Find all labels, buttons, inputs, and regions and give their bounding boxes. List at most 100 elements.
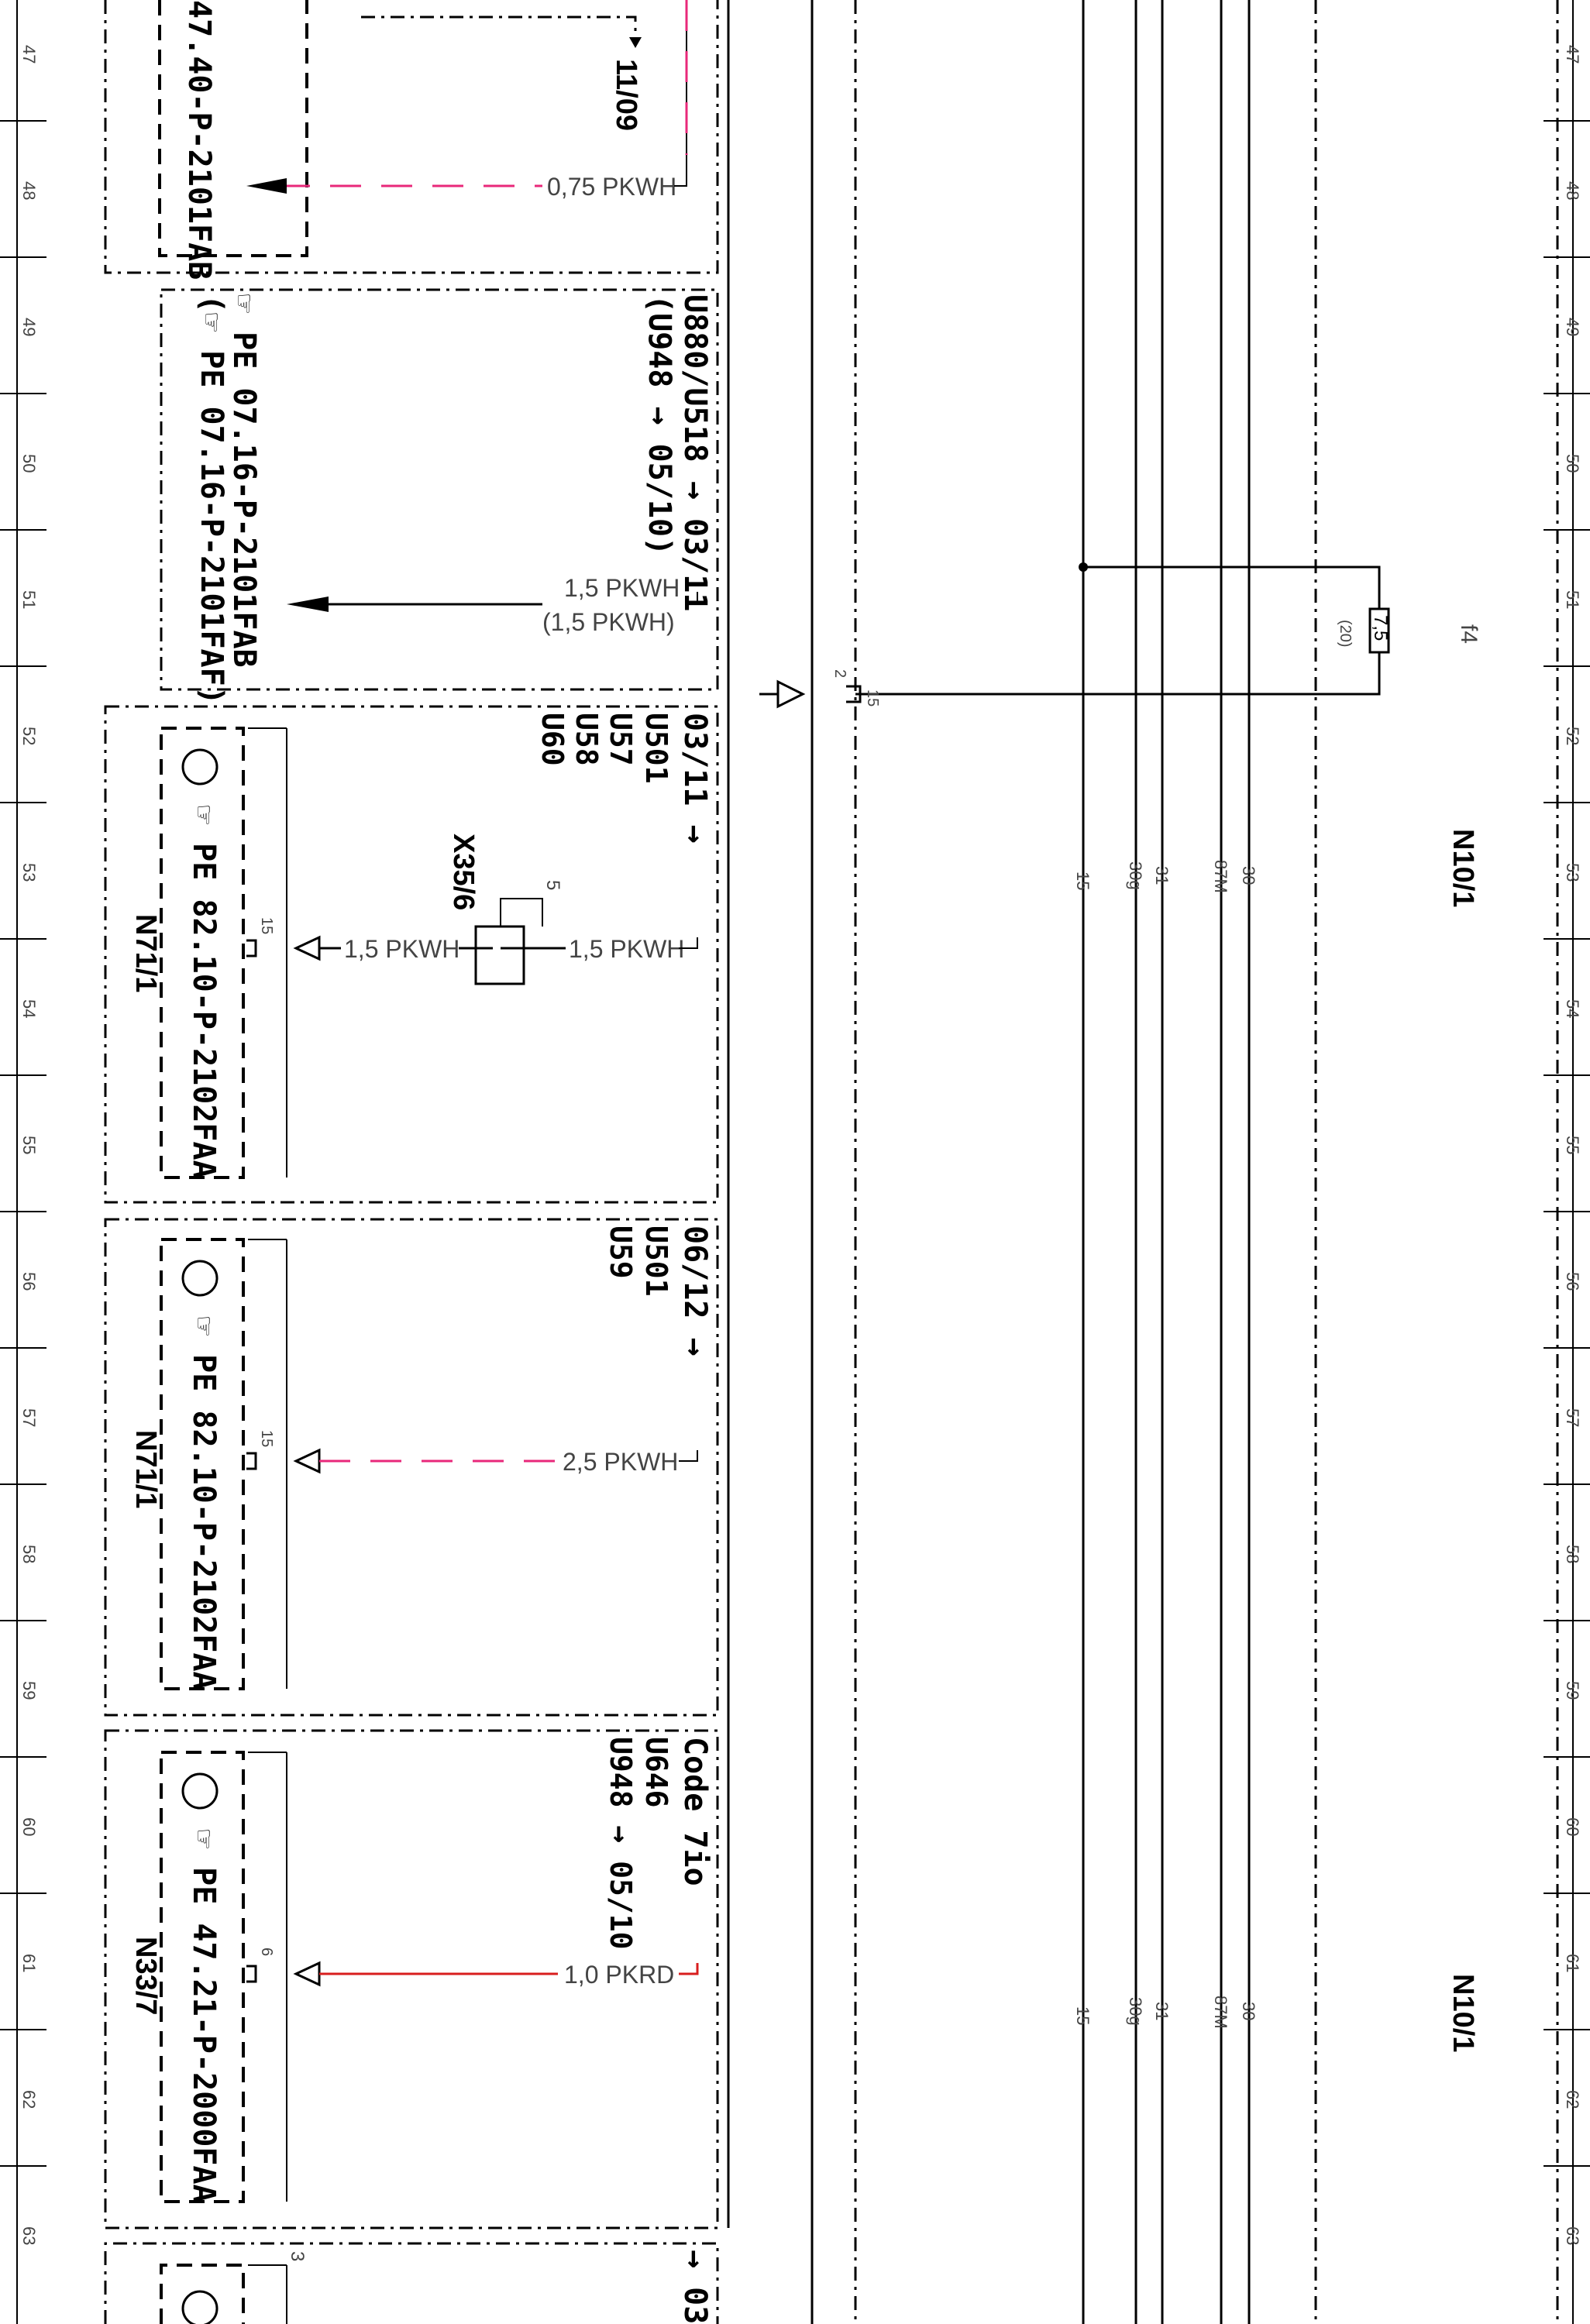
block-n71-1-a-arrow: 03/11 → <box>677 713 713 844</box>
block-07-16-ref2: (☞ PE 07.16-P-2101FAF) <box>194 294 229 705</box>
grid-label-right: 50 <box>1563 454 1582 473</box>
block-n71-1-b-arrow: 06/12 → <box>677 1226 713 1356</box>
block-n33-7-code-1: U948 → 05/10 <box>604 1737 638 1950</box>
block-n33-7-ref: ☞ PE 47.21-P-2000FAA <box>186 1830 222 2203</box>
grid-label-left: 51 <box>19 590 39 609</box>
block-n71-1-a-pin <box>246 939 257 957</box>
bus-pin-bracket <box>846 685 862 703</box>
grid-label-right: 59 <box>1563 1681 1582 1700</box>
grid-label-left: 61 <box>19 1954 39 1972</box>
fuse-value: 7,5 <box>1370 615 1391 641</box>
grid-label-right: 48 <box>1563 181 1582 200</box>
grid-label-right: 60 <box>1563 1817 1582 1836</box>
grid-label-right: 57 <box>1563 1408 1582 1427</box>
bus-connector-triangle <box>776 679 806 709</box>
grid-label-right: 63 <box>1563 2226 1582 2245</box>
block-n71-1-a-device: N71/1 <box>129 914 162 992</box>
block-bottom-pin: 3 <box>287 2251 308 2261</box>
block-n71-1-b-code-0: U501 <box>639 1226 673 1297</box>
grid-label-left: 60 <box>19 1817 39 1836</box>
switch-x35-6-label: X35/6 <box>447 834 480 910</box>
block-n33-7-pin-label: 6 <box>258 1948 275 1956</box>
grid-label-left: 58 <box>19 1545 39 1563</box>
fuse-top-lead <box>1316 566 1381 609</box>
grid-label-left: 52 <box>19 727 39 745</box>
block-47-40: 47.40-P-2101FAB 0,75 PKWH 11/09 <box>104 0 719 280</box>
rail-label-15-lower: 15 <box>1073 2006 1093 2025</box>
block-07-16-hook <box>697 592 707 605</box>
block-n71-1-b-code-1: U59 <box>604 1226 638 1279</box>
block-bottom-arrow-ref: → 03 <box>677 2250 713 2324</box>
grid-label-right: 54 <box>1563 999 1582 1018</box>
block-n71-1-b-pin <box>246 1452 257 1470</box>
block-n71-1-a-code-3: U60 <box>535 713 570 766</box>
block-n71-1-a-pin-label: 15 <box>258 917 275 934</box>
block-07-16-wire-label2: (1,5 PKWH) <box>542 608 675 636</box>
rail-labels-lower: 15 30g 31 87M 30 <box>1073 1996 1258 2029</box>
block-n71-1-a-wire-a-label: 1,5 PKWH <box>344 935 459 963</box>
block-n71-1-b-wire-label: 2,5 PKWH <box>563 1448 678 1476</box>
block-n71-1-a-hook <box>679 937 698 949</box>
block-47-40-down-arrow <box>629 37 642 48</box>
ecu-icon-b <box>181 1260 219 1297</box>
switch-x35-6-bridge <box>500 898 543 927</box>
grid-label-left: 55 <box>19 1136 39 1154</box>
block-n33-7-device: N33/7 <box>129 1937 162 2015</box>
block-n71-1-b-pin-label: 15 <box>258 1430 275 1447</box>
fuse-amp: (20) <box>1337 620 1354 648</box>
block-n33-7-frame <box>104 1729 719 2229</box>
block-n71-1-a-frame <box>104 705 719 1204</box>
grid-label-right: 49 <box>1563 318 1582 336</box>
block-47-40-arrow-ref: 11/09 <box>610 59 642 131</box>
block-n71-1-a-code-1: U57 <box>604 713 638 766</box>
bus-pin-15: 15 <box>864 689 881 706</box>
grid-label-right: 56 <box>1563 1272 1582 1291</box>
rail-label-30g: 30g <box>1126 861 1145 890</box>
block-n33-7-wire-label: 1,0 PKRD <box>564 1961 674 1989</box>
rail-label-15: 15 <box>1073 871 1093 890</box>
block-n71-1-a-code-2: U58 <box>570 713 604 766</box>
block-47-40-frame <box>104 0 719 274</box>
grid-label-right: 55 <box>1563 1136 1582 1154</box>
grid-label-right: 53 <box>1563 863 1582 882</box>
module-label-upper: N10/1 <box>1447 829 1479 907</box>
grid-label-left: 49 <box>19 318 39 336</box>
grid-label-right: 47 <box>1563 45 1582 64</box>
fuse-name: f4 <box>1456 624 1482 644</box>
rail-label-87m: 87M <box>1211 860 1230 893</box>
switch-x35-6-pin: 5 <box>542 880 563 890</box>
block-n71-1-b-hook <box>679 1450 698 1462</box>
block-07-16-codes2: (U948 → 05/10) <box>642 294 677 555</box>
rail-label-87m-lower: 87M <box>1211 1996 1230 2029</box>
grid-label-left: 62 <box>19 2090 39 2109</box>
switch-x35-6-box <box>474 925 525 985</box>
module-label-lower: N10/1 <box>1447 1974 1479 2052</box>
block-n71-1-b-triangle <box>293 1448 321 1474</box>
block-n33-7-code-0: U646 <box>639 1737 673 1808</box>
block-47-40-inner <box>158 0 308 257</box>
grid-label-left: 57 <box>19 1408 39 1427</box>
block-n33-7-title: Code 7io <box>677 1737 713 1886</box>
ecu-icon <box>181 748 219 786</box>
block-n33-7-hook <box>679 1963 699 1975</box>
rail-label-30g-lower: 30g <box>1126 1997 1145 2026</box>
block-47-40-tick <box>361 15 637 43</box>
block-n33-7-triangle <box>293 1961 321 1987</box>
grid-label-right: 51 <box>1563 590 1582 609</box>
rail-label-31: 31 <box>1152 866 1172 885</box>
bus-pin-2: 2 <box>831 669 848 678</box>
junction-dot <box>1079 562 1088 572</box>
ecu-icon-c <box>181 1772 219 1810</box>
grid-label-right: 58 <box>1563 1545 1582 1563</box>
rail-label-30-lower: 30 <box>1239 2002 1258 2020</box>
block-n33-7-pin <box>246 1965 257 1983</box>
block-n71-1-b-frame <box>104 1218 719 1717</box>
grid-label-left: 48 <box>19 181 39 200</box>
block-47-40-wire-label: 0,75 PKWH <box>547 173 676 201</box>
block-n71-1-a: ☞ PE 82.10-P-2102FAA N71/1 03/11 → U501 … <box>104 705 719 1204</box>
block-07-16-frame <box>160 288 719 691</box>
block-n71-1-b-inner <box>160 1238 245 1690</box>
block-n71-1-b-device: N71/1 <box>129 1430 162 1508</box>
block-07-16-arrow <box>287 596 329 612</box>
